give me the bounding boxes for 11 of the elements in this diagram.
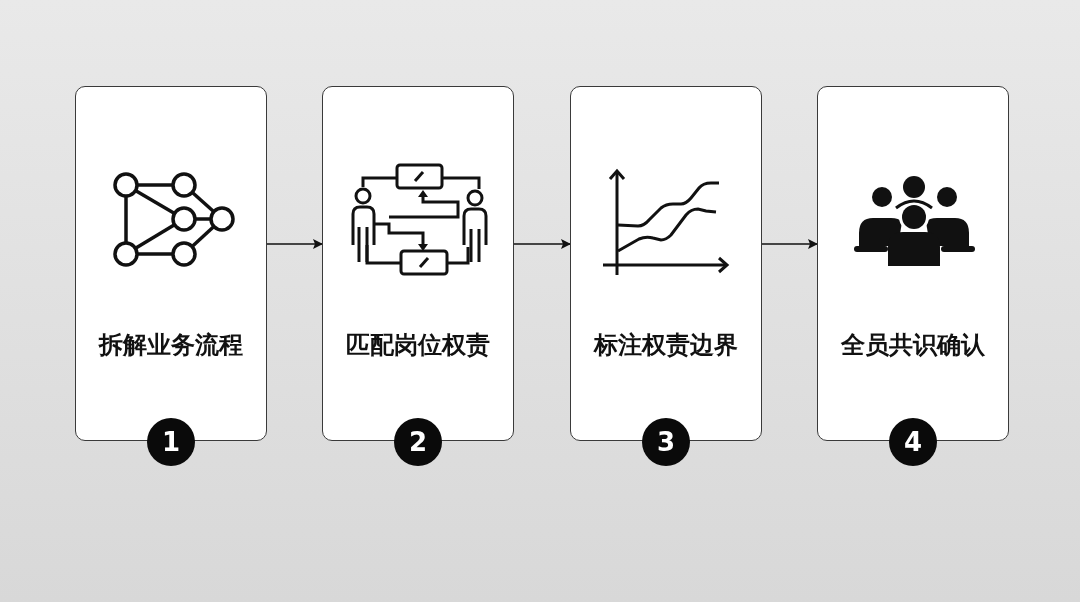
step-number: 3 [642,418,690,466]
step-number: 1 [147,418,195,466]
arrow [761,239,818,249]
step-title: 拆解业务流程 [99,330,243,361]
step-title: 全员共识确认 [841,330,985,361]
step-title: 标注权责边界 [594,330,738,361]
step-number: 4 [889,418,937,466]
step-number: 2 [394,418,442,466]
step-title: 匹配岗位权责 [346,330,490,361]
arrow [513,239,571,249]
arrow [266,239,323,249]
